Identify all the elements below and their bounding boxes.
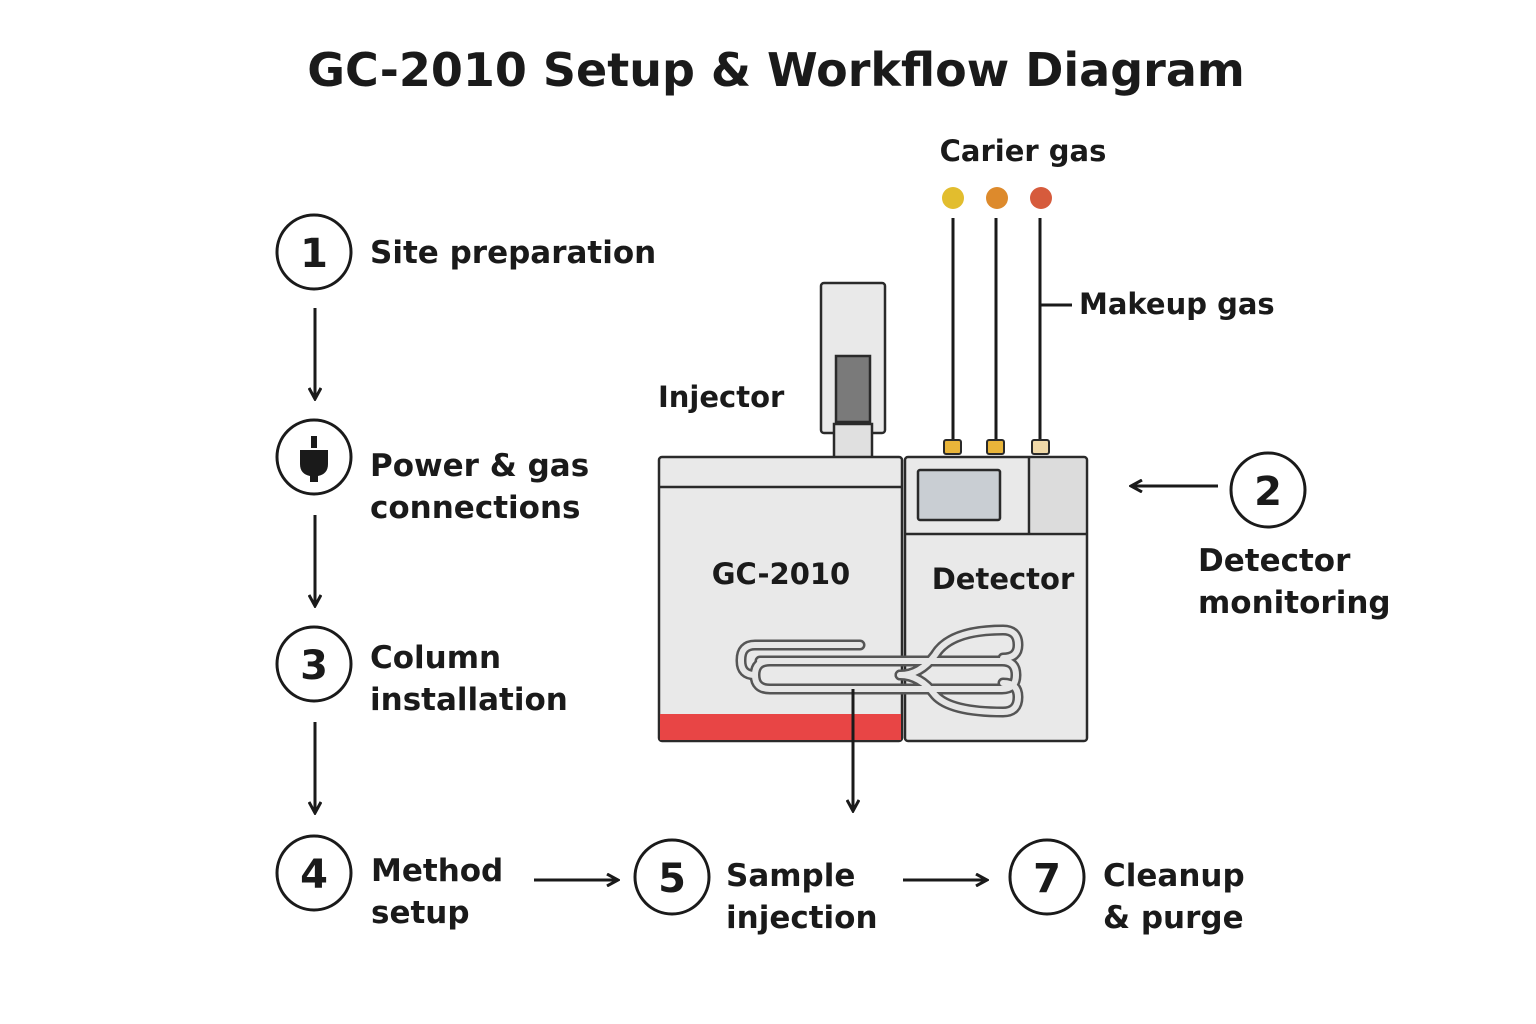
step-1-number: 1	[300, 231, 328, 277]
step-3-label-line1: Column	[370, 640, 501, 676]
step-5: 5 Sample injection	[633, 838, 878, 936]
gc-oven-body	[657, 455, 904, 743]
injector-assembly	[819, 281, 887, 460]
step-7-circle	[1008, 838, 1086, 916]
step-4-number: 4	[300, 852, 328, 898]
step-2-label-line2: monitoring	[1198, 585, 1391, 621]
gas-fitting-3	[1031, 439, 1050, 455]
step-4-circle	[275, 834, 353, 912]
step-5-label-line2: injection	[726, 900, 878, 936]
detector-unit: Detector	[903, 455, 1089, 743]
step-3-label-line2: installation	[370, 682, 568, 718]
step-7: 7 Cleanup & purge	[1008, 838, 1245, 936]
step-4-label-line1: Method	[371, 853, 503, 889]
injector-label: Injector	[658, 380, 785, 414]
column-coil-loop-outer-inner	[752, 658, 1019, 692]
step-7-number: 7	[1033, 856, 1061, 902]
step-5-label-line1: Sample	[726, 858, 855, 894]
step-3: 3 Column installation	[275, 625, 568, 718]
step-2: 2 Detector monitoring	[1198, 451, 1391, 621]
step-7-label-line1: Cleanup	[1103, 858, 1245, 894]
step-1: 1 Site preparation	[275, 213, 656, 291]
step-power-label-line2: connections	[370, 490, 580, 526]
step-3-number: 3	[300, 643, 328, 689]
injector-window	[834, 354, 872, 424]
step-5-circle	[633, 838, 711, 916]
gas-source-dot-3	[1030, 187, 1052, 209]
step-4-label-line2: setup	[371, 895, 470, 931]
injector-port	[832, 422, 874, 460]
power-plug-icon	[300, 436, 328, 482]
column-coil-left-loop-inner	[738, 642, 863, 678]
gas-source-dot-1	[942, 187, 964, 209]
makeup-gas-label: Makeup gas	[1079, 287, 1275, 321]
step-7-label-line2: & purge	[1103, 900, 1244, 936]
step-2-number: 2	[1254, 469, 1282, 515]
detector-side-panel	[1031, 459, 1085, 532]
step-5-number: 5	[658, 856, 686, 902]
carrier-gas-label: Carier gas	[940, 134, 1107, 168]
gas-source-dot-2	[986, 187, 1008, 209]
step-2-circle	[1229, 451, 1307, 529]
detector-label: Detector	[932, 562, 1075, 596]
gc-oven-red-stripe	[660, 714, 901, 740]
step-power-label-line1: Power & gas	[370, 448, 589, 484]
step-1-label: Site preparation	[370, 235, 656, 271]
step-4: 4 Method setup	[275, 834, 503, 931]
diagram-title: GC-2010 Setup & Workflow Diagram	[307, 43, 1245, 97]
gas-fitting-2	[986, 439, 1005, 455]
gc-column-coil	[735, 624, 1024, 718]
step-1-circle	[275, 213, 353, 291]
step-power-gas: Power & gas connections	[275, 418, 589, 526]
step-2-label-line1: Detector	[1198, 543, 1351, 579]
step-3-circle	[275, 625, 353, 703]
gc-main-label: GC-2010	[712, 557, 851, 591]
column-coil-lower-loop-inner	[897, 672, 1021, 715]
detector-display-screen	[916, 468, 1002, 522]
gc-oven-unit: GC-2010	[657, 455, 904, 743]
column-coil-upper-loop-inner	[897, 627, 1021, 678]
gas-fitting-1	[943, 439, 962, 455]
